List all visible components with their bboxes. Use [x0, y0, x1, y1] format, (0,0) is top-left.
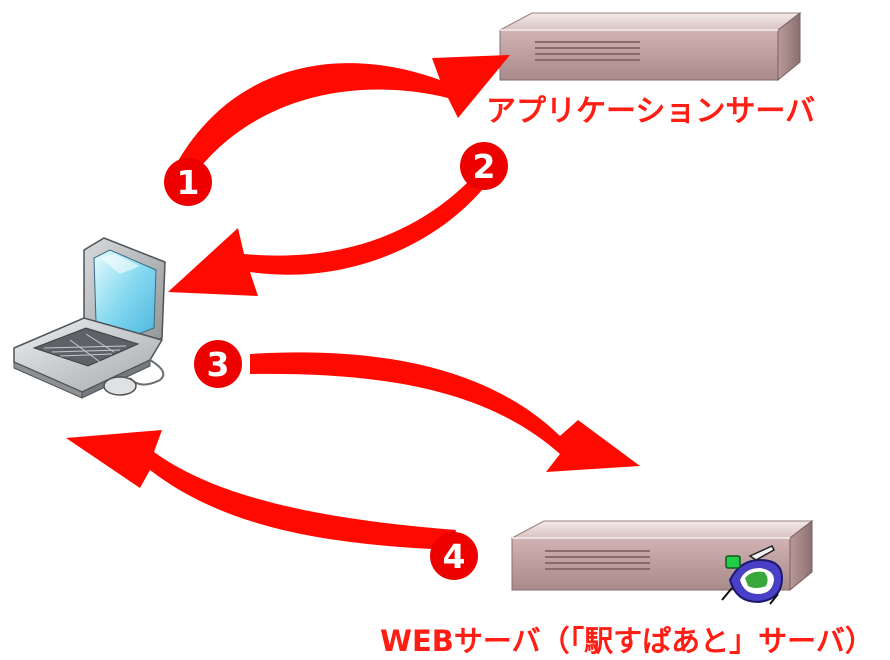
step-number-4: 4 [443, 537, 466, 576]
step-badge-1: 1 [164, 158, 212, 206]
ekispert-logo-icon [721, 545, 784, 605]
web-server-icon [511, 519, 814, 592]
arrow-3-request-to-web-server [250, 352, 640, 472]
arrow-2-response-to-laptop [168, 180, 482, 296]
application-server-icon [499, 11, 802, 82]
step-badge-3: 3 [194, 340, 242, 388]
step-number-1: 1 [177, 163, 200, 202]
web-server-label: WEBサーバ（「駅すぱあと」サーバ） [380, 624, 874, 658]
step-badge-2: 2 [460, 142, 508, 190]
step-number-3: 3 [207, 345, 230, 384]
arrow-1-request-to-app-server [168, 55, 510, 190]
laptop-client-icon [13, 237, 166, 399]
step-number-2: 2 [473, 147, 496, 186]
arrow-4-response-to-laptop [66, 430, 456, 550]
step-badge-4: 4 [430, 532, 478, 580]
application-server-label: アプリケーションサーバ [486, 94, 816, 129]
